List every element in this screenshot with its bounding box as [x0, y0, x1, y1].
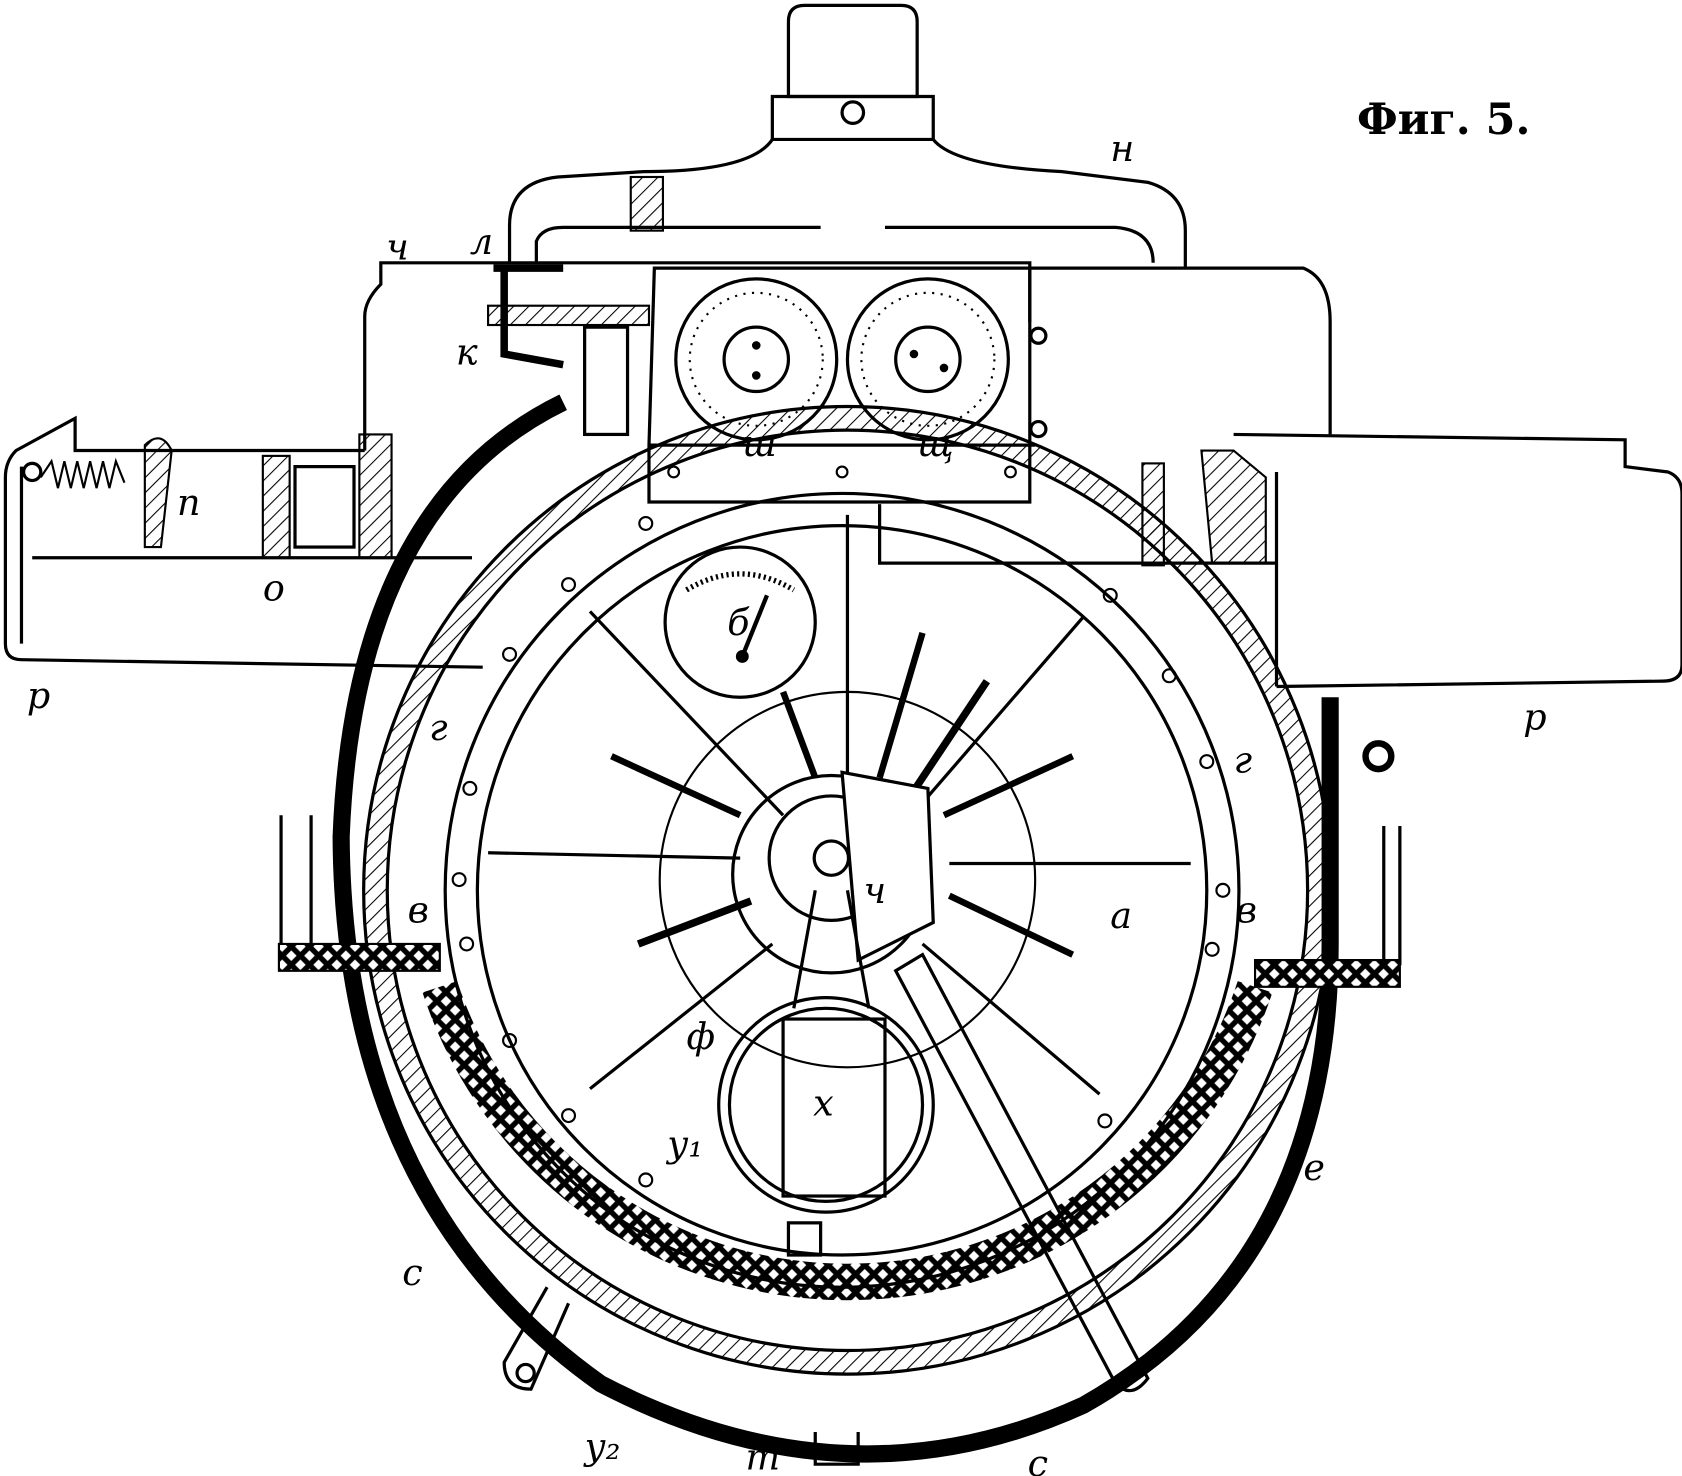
label-l: л [470, 220, 493, 263]
label-p: п [177, 481, 201, 524]
label-a: а [1110, 894, 1132, 937]
label-n: н [1110, 127, 1134, 170]
label-e: е [1303, 1146, 1325, 1189]
label-x: х [813, 1082, 834, 1125]
label-r-right: р [1523, 695, 1546, 738]
reference-labels: н ч л к ш щ п о р р б г г в в ч а ф х у₁… [27, 127, 1547, 1476]
gauge-b [663, 545, 817, 699]
label-sh: ш [742, 422, 777, 465]
outer-hatched-ring [363, 406, 1332, 1375]
label-v-right: в [1236, 889, 1257, 932]
hub [731, 770, 935, 975]
label-o: о [263, 567, 285, 610]
label-r-left: р [27, 674, 50, 717]
upper-housing [363, 261, 1332, 451]
top-handle [507, 3, 1187, 269]
label-g-left: г [429, 706, 447, 749]
label-t: т [746, 1436, 781, 1476]
label-f: ф [687, 1015, 716, 1058]
label-s-left: с [402, 1251, 422, 1294]
insulation-crosshatch [422, 981, 1273, 1301]
label-u2: у₂ [583, 1425, 621, 1468]
label-ch-top: ч [386, 226, 409, 269]
spokes [488, 514, 1191, 1096]
figure-title: Фиг. 5. [1357, 95, 1530, 145]
left-arm [3, 415, 483, 669]
label-u1: у₁ [665, 1122, 703, 1165]
label-g-right: г [1234, 738, 1252, 781]
label-ch-hub: ч [864, 869, 887, 912]
label-s-bottom: с [1028, 1442, 1048, 1476]
frame-x [717, 890, 935, 1257]
label-v-left: в [408, 889, 429, 932]
label-shch: щ [917, 422, 954, 465]
rim-screws [451, 515, 1231, 1188]
dials-plate [647, 266, 1036, 504]
lever [893, 952, 1150, 1393]
label-b: б [727, 601, 750, 644]
label-k: к [456, 331, 478, 374]
drum [277, 394, 1402, 1466]
